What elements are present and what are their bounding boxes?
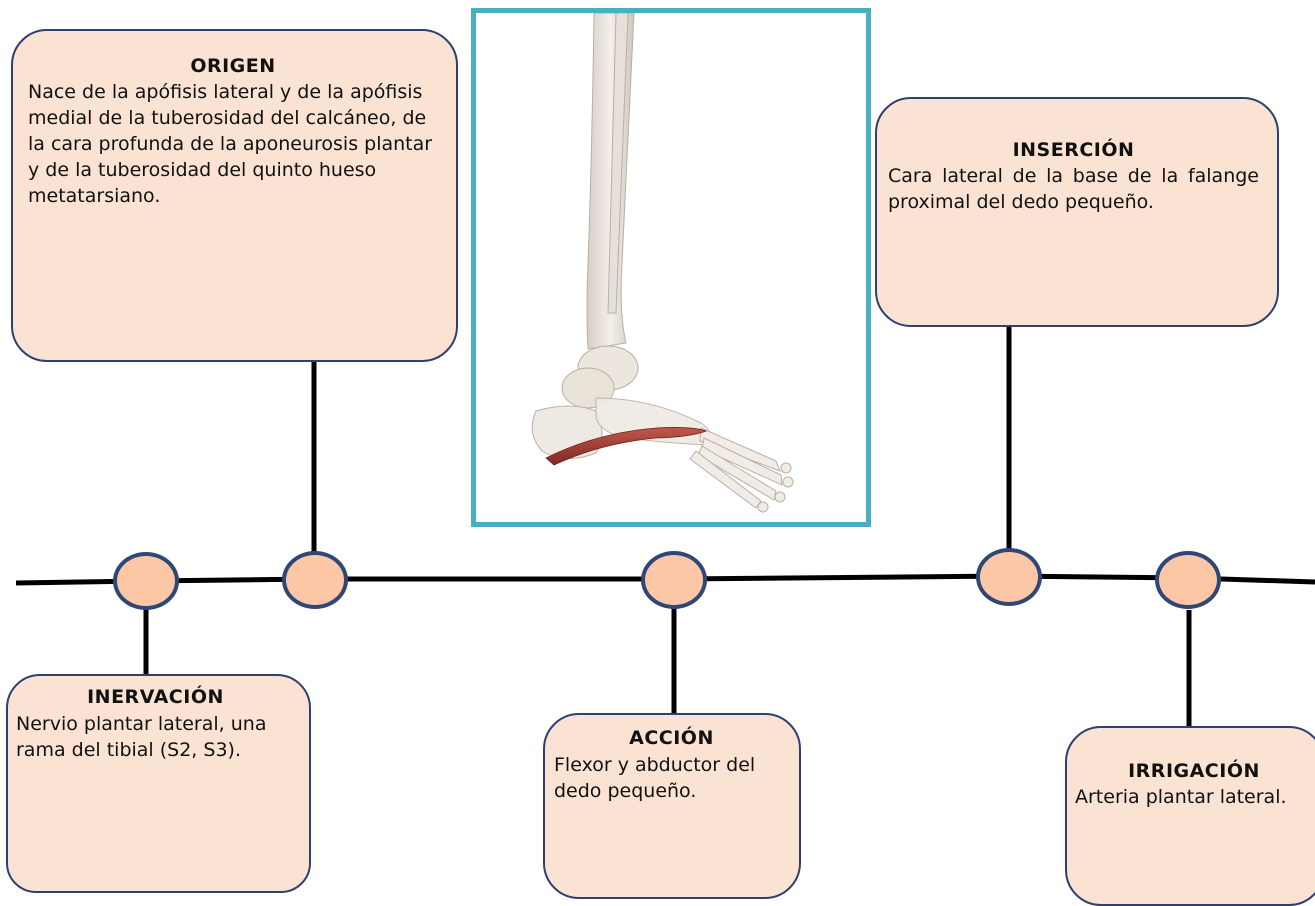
card-irrigacion-title: IRRIGACIÓN	[1128, 760, 1260, 782]
card-irrigacion: IRRIGACIÓN Arteria plantar lateral.	[1065, 726, 1315, 906]
card-inervacion: INERVACIÓN Nervio plantar lateral, una r…	[6, 674, 311, 893]
card-inervacion-title: INERVACIÓN	[87, 686, 224, 708]
card-accion-title: ACCIÓN	[629, 727, 714, 749]
toe-bones	[689, 427, 794, 513]
card-origen: ORIGEN Nace de la apófisis lateral y de …	[11, 29, 458, 362]
foot-skeleton-illustration	[531, 13, 794, 513]
timeline-node-irrigacion	[1155, 551, 1221, 609]
timeline-node-accion	[641, 551, 707, 609]
card-insercion-title: INSERCIÓN	[1012, 139, 1135, 161]
abductor-digiti-minimi-muscle	[545, 427, 708, 466]
card-insercion-text: Cara lateral de la base de la falange pr…	[888, 165, 1259, 213]
timeline-node-insercion	[976, 548, 1042, 606]
card-accion-text: Flexor y abductor del dedo pequeño.	[554, 754, 756, 802]
timeline-node-origen	[282, 551, 348, 609]
timeline-node-inervacion	[113, 552, 179, 610]
card-insercion: INSERCIÓN Cara lateral de la base de la …	[875, 97, 1279, 327]
card-irrigacion-text: Arteria plantar lateral.	[1075, 786, 1287, 808]
anatomy-figure	[471, 8, 871, 527]
card-accion: ACCIÓN Flexor y abductor del dedo pequeñ…	[543, 713, 801, 899]
card-inervacion-text: Nervio plantar lateral, una rama del tib…	[16, 713, 267, 761]
card-origen-title: ORIGEN	[190, 55, 276, 77]
fibula-bone	[607, 13, 629, 314]
card-origen-text: Nace de la apófisis lateral y de la apóf…	[28, 81, 433, 207]
